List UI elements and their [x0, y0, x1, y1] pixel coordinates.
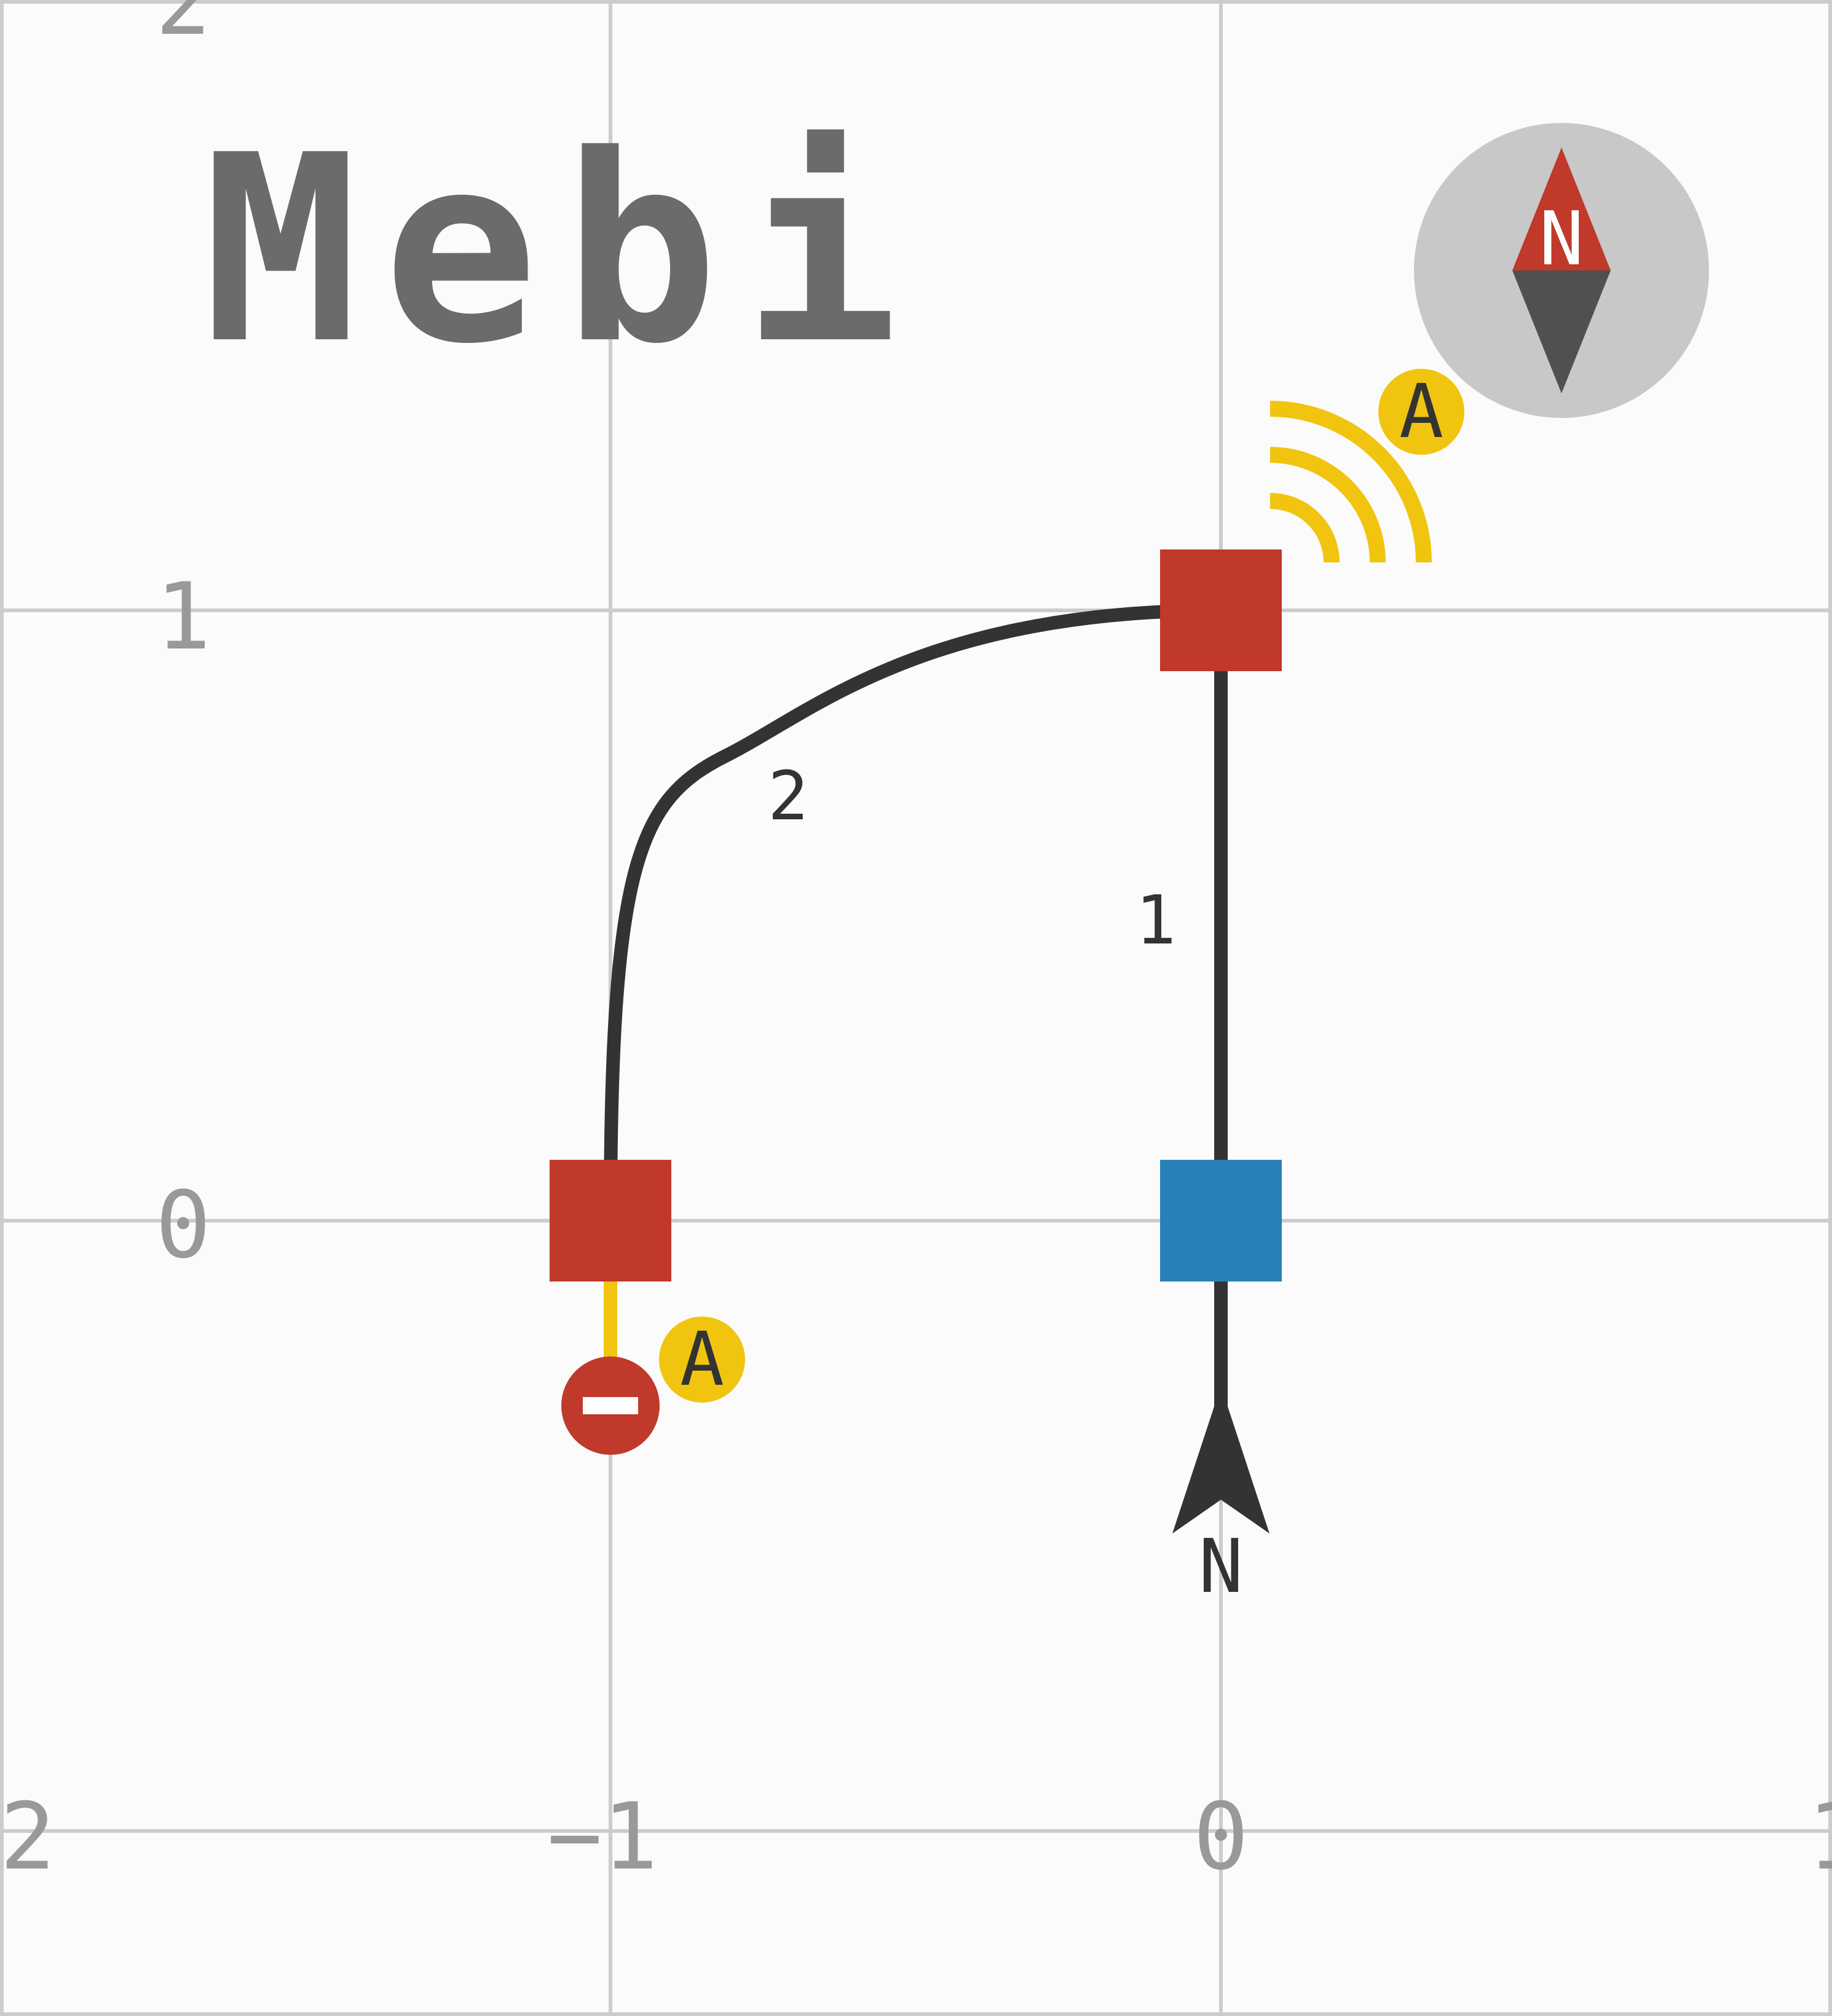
edge-label-2: 2 [768, 757, 808, 835]
track-edge-2 [604, 604, 1222, 1221]
x-tick-label: 0 [1193, 1784, 1249, 1891]
compass-icon [1414, 123, 1709, 418]
terminal-badge [659, 1317, 745, 1403]
y-tick-label: 2 [156, 0, 211, 56]
y-tick-label: 1 [156, 564, 211, 671]
compass-label: N [1539, 197, 1584, 282]
node-start[interactable] [1160, 1160, 1282, 1282]
terminal-badge-label: A [680, 1317, 724, 1403]
start-arrow-label: N [1199, 1524, 1243, 1610]
node-top[interactable] [1160, 549, 1282, 671]
map-title: Mebi [203, 100, 923, 401]
y-tick-label: 0 [156, 1172, 211, 1279]
x-tick-label: 1 [1807, 1784, 1832, 1891]
x-tick-label: 2 [0, 1784, 55, 1891]
edges [604, 604, 1228, 1408]
x-tick-labels: 2 −1 0 1 [0, 1784, 1832, 1891]
y-tick-labels: 2 1 0 [156, 0, 211, 1279]
edge-label-1: 1 [1135, 881, 1176, 959]
signal-badge [1378, 369, 1464, 455]
no-entry-icon [561, 1356, 660, 1455]
start-arrow-icon [1172, 1386, 1269, 1534]
signal-badge-label: A [1399, 369, 1443, 455]
node-left[interactable] [550, 1160, 671, 1282]
x-tick-label: −1 [547, 1784, 658, 1891]
wifi-signal-icon [1269, 401, 1432, 563]
